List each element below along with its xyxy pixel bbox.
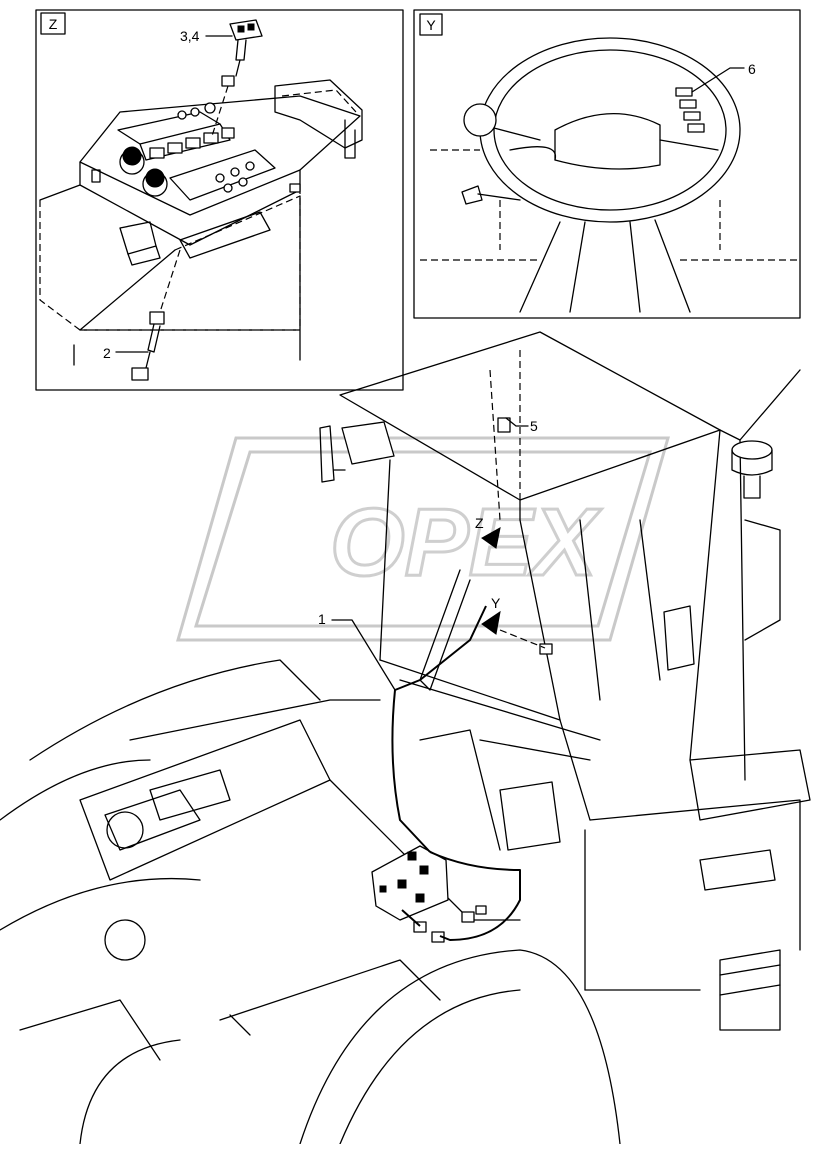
leader-5 — [505, 417, 529, 427]
view-z-frame — [35, 9, 404, 391]
part-5-marker — [497, 417, 511, 433]
callout-1: 1 — [318, 611, 326, 627]
view-z-tag: Z — [49, 16, 58, 32]
callout-3-4: 3,4 — [180, 28, 200, 44]
callout-5: 5 — [530, 418, 538, 434]
callout-2: 2 — [103, 345, 111, 361]
pointer-y-arrow — [481, 610, 501, 635]
view-z-panel: Z — [35, 9, 404, 391]
loader-drawing — [0, 331, 811, 1145]
view-y-panel: Y 6 — [413, 9, 801, 319]
part-3-4-connector — [211, 19, 263, 137]
view-z-tag-box — [40, 12, 66, 35]
view-y-frame — [413, 9, 801, 319]
part-2-harness — [131, 249, 181, 381]
dashboard-drawing — [39, 79, 363, 366]
pointer-z-arrow — [481, 527, 501, 549]
watermark-logo: OPEX — [176, 436, 670, 642]
pointer-z-label: Z — [475, 515, 484, 531]
steering-wheel-drawing — [420, 37, 800, 313]
pointer-y-label: Y — [491, 595, 501, 611]
watermark-text: OPEX — [330, 489, 602, 596]
view-y-tag-box — [419, 13, 443, 36]
callout-6: 6 — [748, 61, 756, 77]
leader-6 — [691, 67, 745, 93]
view-y-tag: Y — [426, 17, 436, 33]
leader-1 — [331, 619, 396, 691]
